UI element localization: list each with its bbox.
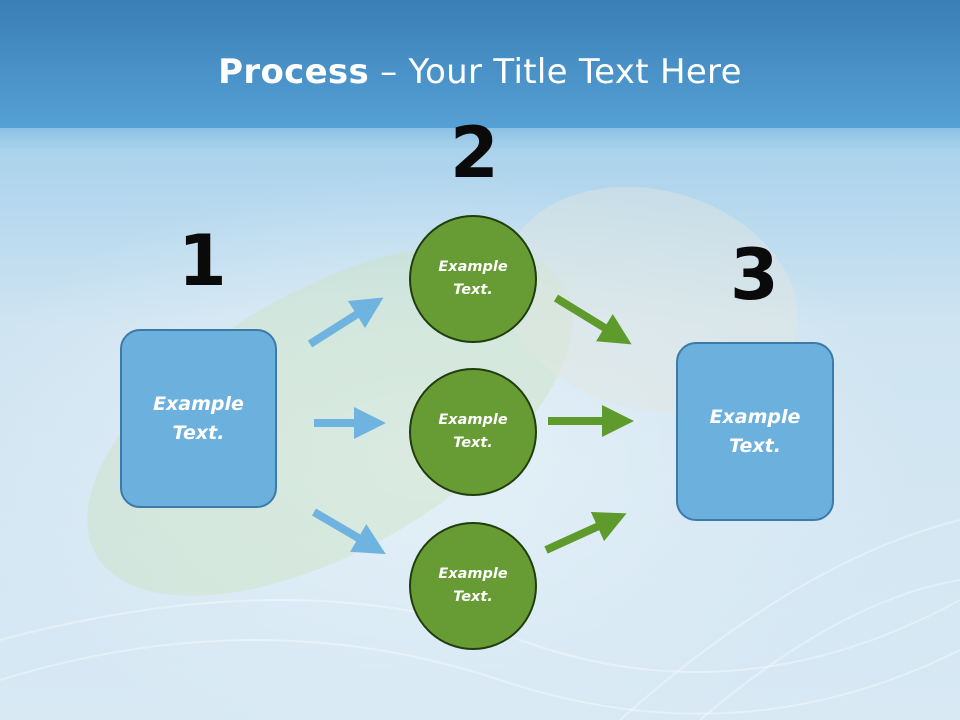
arrow-1-to-bottom [311,508,386,555]
step-2-circle-middle: Example Text. [409,368,537,496]
step-2-circle-top-text: Example Text. [438,259,508,298]
step-3-text: Example Text. [709,405,801,457]
step-2-circle-bottom: Example Text. [409,522,537,650]
step-1-text: Example Text. [153,392,244,444]
arrow-bottom-to-3 [544,512,627,554]
title-rest: – Your Title Text Here [369,52,742,92]
step-2-circle-middle-text: Example Text. [438,412,508,451]
step-3-box: Example Text. [676,342,834,521]
step-1-box: Example Text. [120,329,277,508]
step-number-3: 3 [730,234,779,316]
step-number-2: 2 [450,112,499,194]
title-bold: Process [218,52,370,92]
step-2-circle-bottom-text: Example Text. [438,566,508,605]
slide-title: Process – Your Title Text Here [0,52,960,92]
arrow-1-to-top [307,297,384,348]
arrow-top-to-3 [553,294,632,345]
step-number-1: 1 [178,220,227,302]
step-2-circle-top: Example Text. [409,215,537,343]
